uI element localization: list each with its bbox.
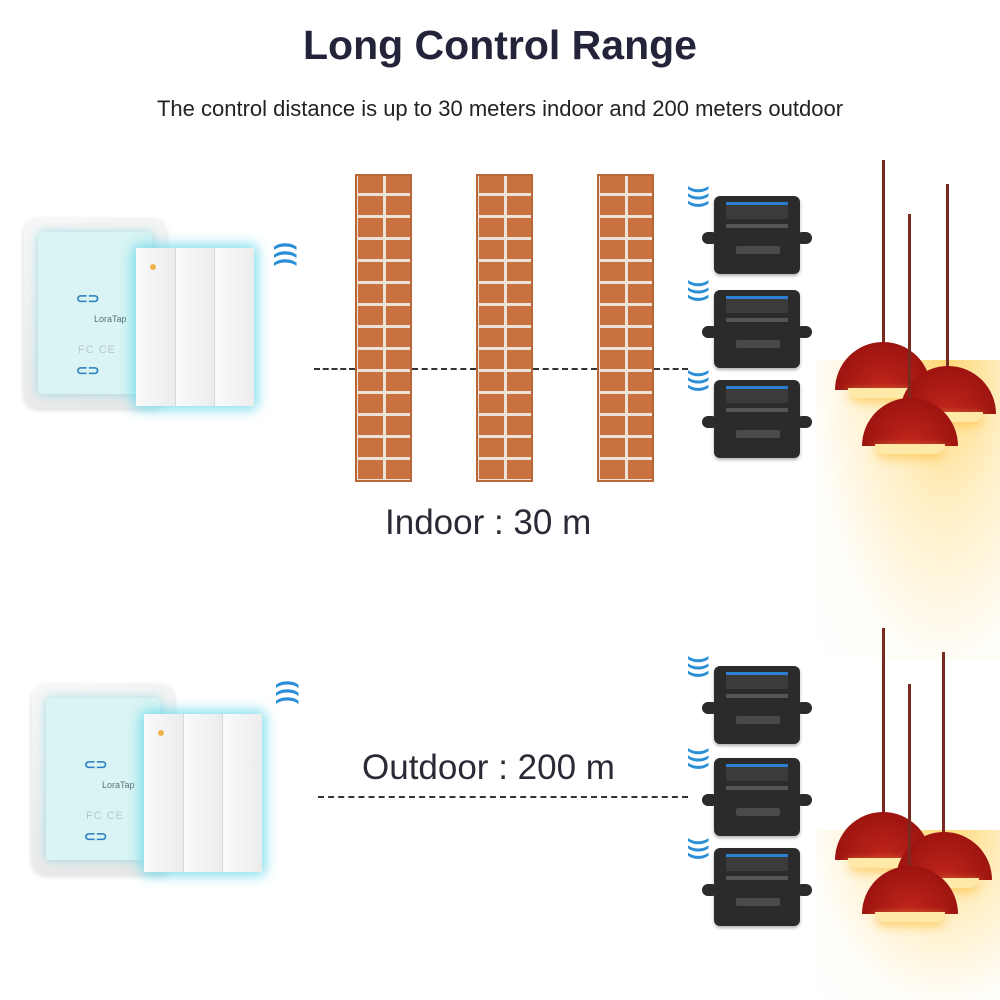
lamp-bulb (848, 858, 918, 868)
relay-module (702, 666, 812, 744)
lamp-cord (908, 684, 911, 868)
indoor-distance-line (533, 368, 597, 370)
signal-icon: ((( (274, 680, 302, 704)
signal-icon: ((( (683, 186, 709, 208)
switch-key-left (144, 714, 184, 872)
screw-icon: ⊂⊃ (84, 756, 108, 772)
signal-icon: ((( (683, 838, 709, 860)
switch-key-left (136, 248, 176, 406)
switch-key-middle (175, 248, 216, 406)
switch-key-middle (183, 714, 224, 872)
lamp-cord (946, 184, 949, 370)
page-title: Long Control Range (302, 22, 697, 68)
brick-wall-2 (476, 174, 533, 482)
outdoor-distance-line (318, 796, 688, 798)
lamp-bulb (875, 912, 945, 922)
wall-switch-panel-outdoor (144, 714, 263, 872)
relay-module (702, 758, 812, 836)
relay-module (702, 196, 812, 274)
brick-wall-3 (597, 174, 654, 482)
screw-icon: ⊂⊃ (76, 290, 100, 306)
wall-switch-panel-indoor (136, 248, 255, 406)
lamp-cord (882, 160, 885, 344)
switch-backplate: ⊂⊃ LoraTap FC CE ⊂⊃ (46, 698, 160, 860)
lamp-cord (908, 214, 911, 400)
screw-icon: ⊂⊃ (84, 828, 108, 844)
certification-mark: FC CE (86, 810, 124, 822)
switch-key-right (223, 714, 263, 872)
relay-module (702, 380, 812, 458)
indicator-led (158, 730, 164, 736)
page-subtitle: The control distance is up to 30 meters … (156, 96, 844, 121)
lamp-cord (882, 628, 885, 814)
signal-icon: ((( (683, 370, 709, 392)
switch-backplate: ⊂⊃ LoraTap FC CE ⊂⊃ (38, 232, 152, 394)
screw-icon: ⊂⊃ (76, 362, 100, 378)
certification-mark: FC CE (78, 344, 116, 356)
switch-brand-label: LoraTap (94, 314, 127, 324)
indoor-range-label: Indoor : 30 m (385, 503, 592, 542)
lamp-cord (942, 652, 945, 834)
signal-icon: ((( (683, 656, 709, 678)
lamp-bulb (875, 444, 945, 454)
lamp-bulb (848, 388, 918, 398)
switch-brand-label: LoraTap (102, 780, 135, 790)
brick-wall-1 (355, 174, 412, 482)
relay-module (702, 848, 812, 926)
signal-icon: ((( (683, 748, 709, 770)
indoor-distance-line (412, 368, 476, 370)
indoor-distance-line (314, 368, 355, 370)
signal-icon: ((( (683, 280, 709, 302)
switch-key-right (215, 248, 255, 406)
indoor-distance-line (654, 368, 688, 370)
relay-module (702, 290, 812, 368)
outdoor-range-label: Outdoor : 200 m (362, 748, 615, 787)
signal-icon: ((( (272, 242, 300, 266)
indicator-led (150, 264, 156, 270)
